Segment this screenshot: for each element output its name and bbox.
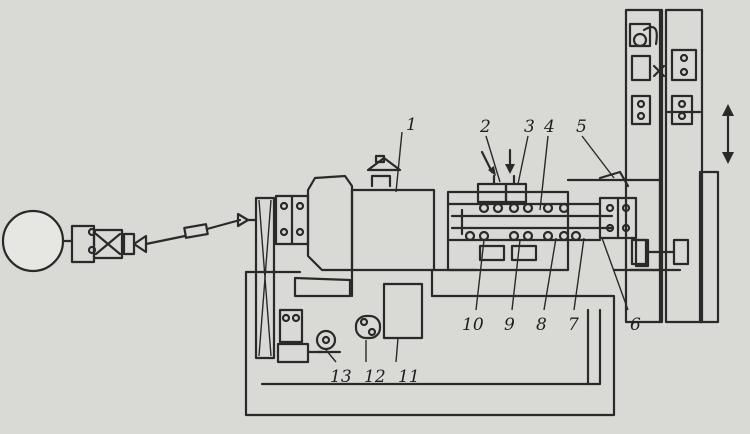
cardan-shaft [144,212,250,246]
callout-13: 13 [330,367,352,387]
callout-6: 6 [630,315,641,335]
pump-12 [354,314,382,340]
callout-3: 3 [524,117,535,137]
callout-1: 1 [406,115,417,135]
leader-lines [325,131,629,363]
callout-10: 10 [462,315,484,335]
callout-12: 12 [364,367,386,387]
gearbox [446,148,614,272]
machine-bed [244,270,616,417]
headstock [306,154,478,298]
callout-5: 5 [576,117,587,137]
vertical-column [624,8,720,324]
callout-8: 8 [536,315,547,335]
motor [1,209,74,273]
belt-drive [246,194,310,360]
lower-gear-train [276,308,342,364]
callout-7: 7 [568,315,579,335]
callout-11: 11 [398,367,420,387]
output-housing [566,170,682,272]
callout-4: 4 [543,117,555,137]
left-coupling [70,224,148,264]
vertical-motion-arrow [722,104,734,164]
callout-2: 2 [479,117,491,137]
callout-9: 9 [504,315,515,335]
tank-11 [382,282,424,340]
